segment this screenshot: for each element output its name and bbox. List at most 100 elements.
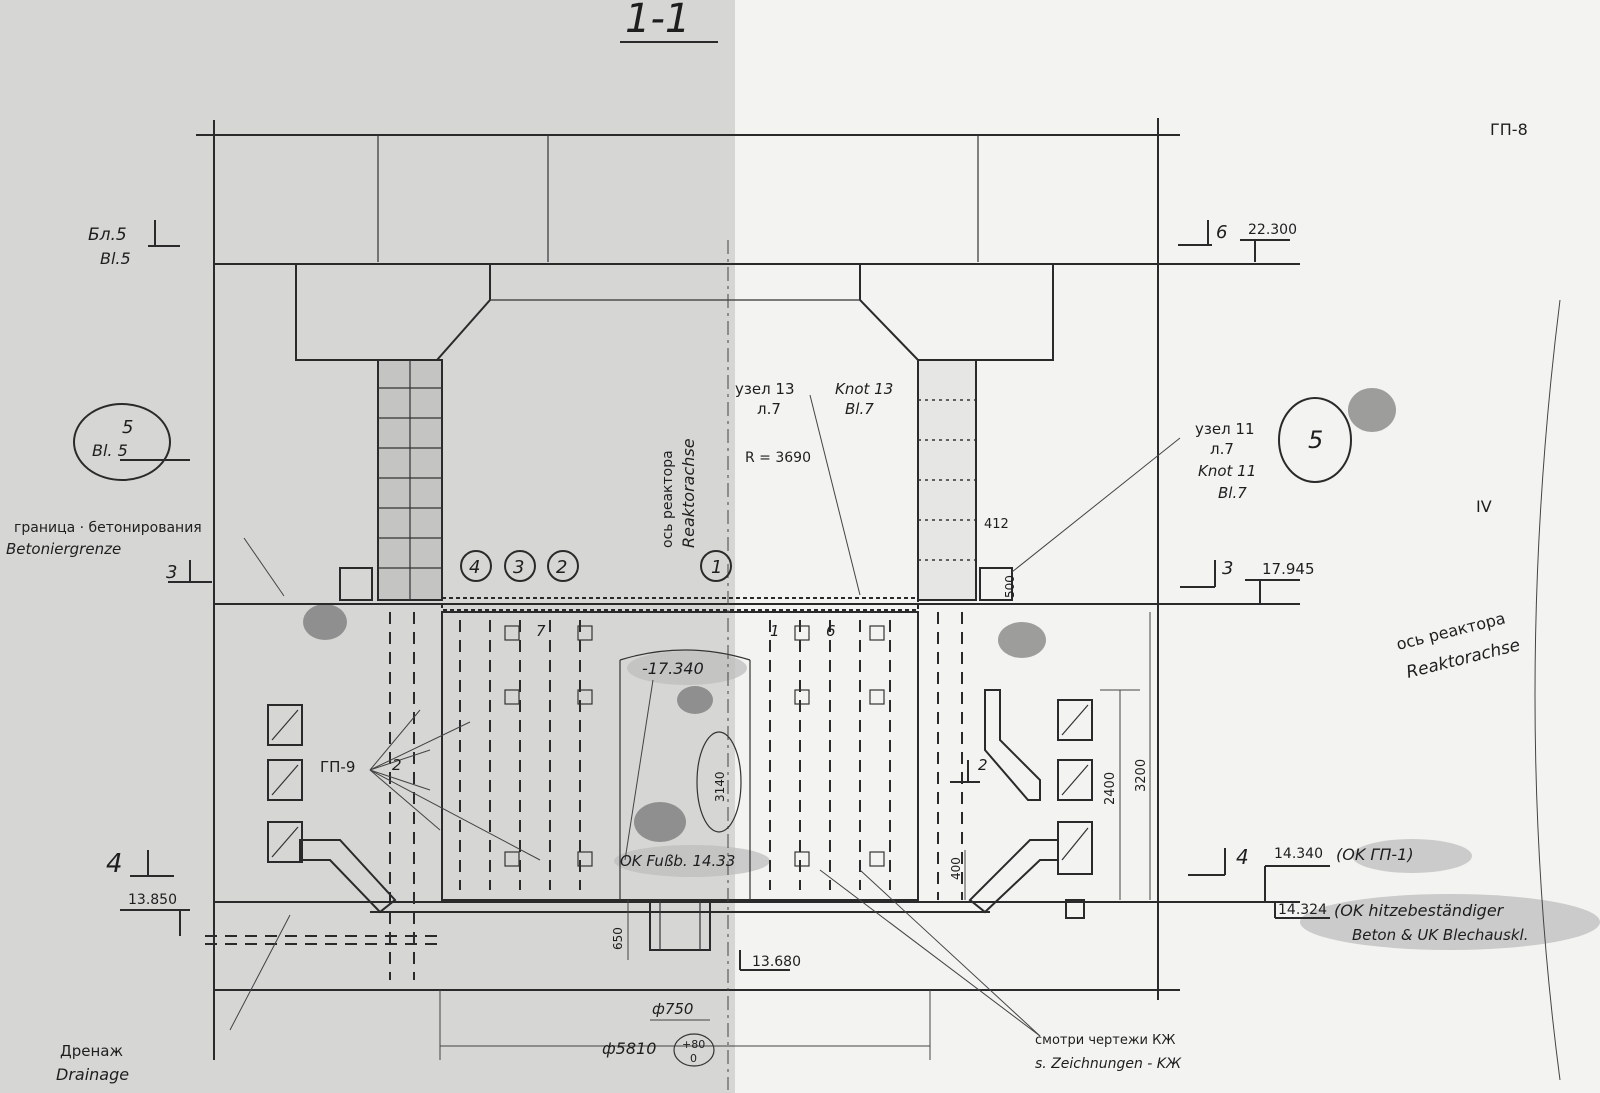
see-drawings-ru: смотри чертежи КЖ [1035, 1033, 1175, 1048]
level-markers [120, 220, 1330, 971]
ink-smudge [634, 802, 686, 842]
ok-heat-2: Beton & UK Blechauskl. [1352, 926, 1528, 944]
duct-left [299, 839, 397, 914]
ok-fussb-label: OK Fußb. 14.33 [620, 852, 735, 870]
opening-left [267, 821, 303, 863]
section-mark-1: 1 [770, 622, 780, 640]
level-4-mark: 4 [1236, 845, 1249, 869]
see-drawings-de: s. Zeichnungen - KЖ [1035, 1056, 1182, 1072]
duct-right-upper [984, 689, 1041, 801]
rebar-dashes [389, 612, 963, 980]
dim-500: 500 [1003, 575, 1017, 598]
node13-ru: узел 13 [735, 380, 795, 398]
callout-2: 2 [556, 557, 567, 578]
ink-smudge [677, 686, 713, 714]
dim-650: 650 [611, 927, 625, 950]
opening-diagonal [1061, 764, 1089, 796]
dim-3140: 3140 [713, 771, 727, 802]
level-13850: 13.850 [128, 892, 177, 908]
elevation-neg: -17.340 [642, 659, 704, 678]
concreting-border-de: Betoniergrenze [6, 540, 121, 558]
opening-diagonal [1061, 827, 1089, 861]
highlight [1352, 839, 1472, 873]
opening-left [267, 759, 303, 801]
dim-tolerance: +80 [682, 1038, 705, 1051]
sheet-ref: ГП-8 [1490, 120, 1528, 139]
brick-courses-right [918, 399, 976, 561]
callout-circles [73, 397, 1352, 1067]
node11-bl: Bl.7 [1218, 484, 1247, 502]
slab-outline-left [214, 263, 491, 361]
level-6-mark: 6 [1216, 222, 1227, 243]
opening-right [1057, 699, 1093, 741]
node11-l: л.7 [1210, 440, 1234, 458]
top-plate [441, 597, 919, 611]
level-14340: 14.340 [1274, 846, 1323, 862]
anchor-box-right [979, 567, 1013, 601]
opening-diagonal [271, 764, 299, 796]
ink-smudge [303, 604, 347, 640]
level-13680: 13.680 [752, 954, 801, 970]
reactor-axis-ru: ось реактора [660, 450, 676, 548]
opening-diagonal [271, 826, 299, 858]
opening-diagonal [1061, 704, 1089, 736]
dim-phi750: ф750 [652, 1000, 693, 1018]
radius-label: R = 3690 [745, 450, 811, 466]
dim-2400: 2400 [1103, 772, 1118, 805]
gp9-label: ГП-9 [320, 758, 355, 776]
slab-outline-right [859, 264, 1054, 361]
ok-heat-1: (OK hitzebeständiger [1334, 901, 1505, 920]
node11-de: Knot 11 [1198, 462, 1256, 480]
ink-smudge [1348, 388, 1396, 432]
leader-lines [229, 394, 1181, 1037]
callout-4: 4 [469, 557, 480, 578]
reactor-axis-de: Reaktorachse [679, 438, 698, 548]
ok-gp1-label: (OK ГП-1) [1336, 845, 1414, 864]
section-title: 1-1 [625, 0, 690, 42]
section-mark-7: 7 [536, 622, 546, 640]
dim-400: 400 [949, 857, 963, 880]
node13-bl: Bl.7 [845, 400, 874, 418]
level-17945: 17.945 [1262, 560, 1315, 578]
dim-3200: 3200 [1134, 759, 1149, 792]
ink-smudge [998, 622, 1046, 658]
drainage-ru: Дренаж [60, 1042, 123, 1060]
node13-l: л.7 [757, 400, 781, 418]
node13-de: Knot 13 [835, 380, 893, 398]
circle5-bl: Bl. 5 [92, 441, 128, 460]
anchor-plates [504, 625, 885, 867]
callout-3: 3 [513, 557, 524, 578]
opening-left [267, 704, 303, 746]
roman-iv: IV [1476, 497, 1492, 516]
circle5-number: 5 [122, 417, 133, 438]
highlight [614, 845, 770, 877]
level-22300: 22.300 [1248, 222, 1297, 238]
level-left-3: 3 [166, 562, 177, 583]
opening-diagonal [271, 709, 299, 741]
bl5-ru-label: Бл.5 [88, 225, 127, 245]
drainage-de: Drainage [56, 1065, 129, 1084]
opening-right [1057, 821, 1093, 875]
section-mark-2-right: 2 [978, 756, 988, 774]
level-14324: 14.324 [1278, 902, 1327, 918]
dim-phi5810: ф5810 [602, 1039, 656, 1058]
bl5-de-label: Bl.5 [100, 249, 131, 268]
center-pipe [649, 899, 711, 951]
chamber-inner-top [619, 649, 751, 661]
node11-ru: узел 11 [1195, 420, 1255, 438]
dim-tolerance-zero: 0 [690, 1052, 697, 1065]
concreting-border-ru: граница · бетонирования [14, 520, 202, 536]
level-left-4: 4 [106, 849, 123, 879]
callout-1: 1 [711, 557, 722, 578]
opening-right [1057, 759, 1093, 801]
circle5-right: 5 [1308, 426, 1323, 454]
dim-412: 412 [984, 517, 1009, 532]
anchor-box-left [339, 567, 373, 601]
highlight [1300, 894, 1600, 950]
section-mark-6: 6 [826, 622, 836, 640]
opening-right-small [1065, 899, 1085, 919]
highlight [627, 651, 747, 685]
level-3-mark: 3 [1222, 558, 1233, 579]
